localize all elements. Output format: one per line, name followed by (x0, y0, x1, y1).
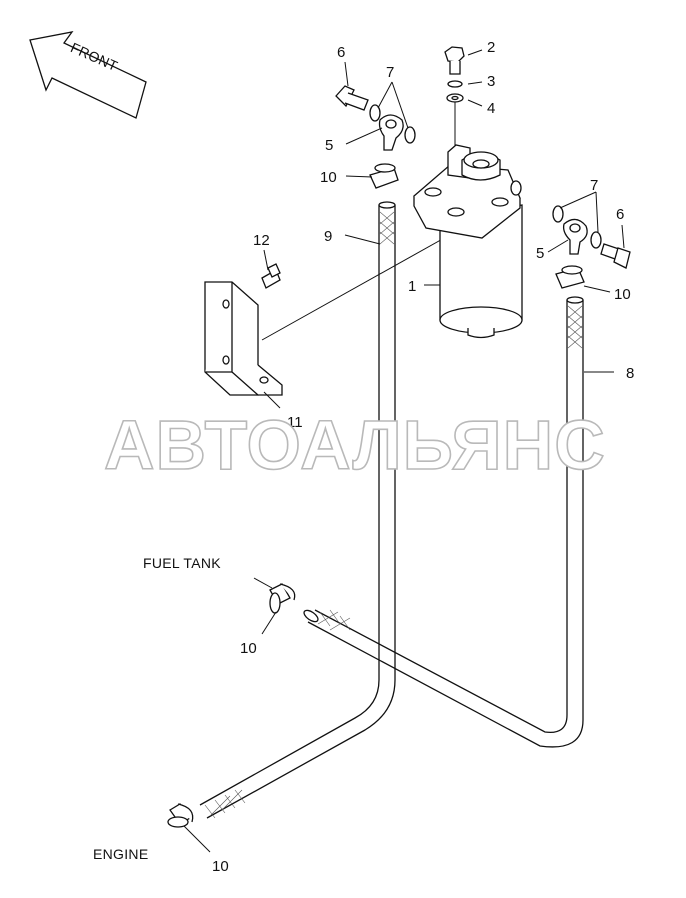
washer-4-hole (451, 95, 459, 101)
callout-10-fuel-tank: 10 (240, 640, 257, 657)
sealing-washer-7-left-b (404, 126, 416, 144)
callout-7-left: 7 (386, 64, 394, 81)
callout-9: 9 (324, 228, 332, 245)
sealing-washer-7-left-a (369, 104, 381, 122)
bracket-11 (204, 281, 283, 396)
callout-3: 3 (487, 73, 495, 90)
callout-5-right: 5 (536, 245, 544, 262)
front-arrow: FRONT (29, 31, 147, 119)
hose-clamp-10-left (369, 163, 399, 189)
watermark: АВТОАЛЬЯНС (104, 406, 606, 484)
callout-5-left: 5 (325, 137, 333, 154)
banjo-fitting-5-left (378, 114, 404, 151)
banjo-bolt-6-right (600, 243, 631, 269)
hose-clamp-10-right (555, 265, 585, 289)
bolt-2 (444, 46, 465, 75)
callout-11: 11 (287, 414, 303, 431)
callout-10-engine: 10 (212, 858, 229, 875)
hose-9 (199, 201, 396, 819)
fuel-tank-label: FUEL TANK (143, 555, 221, 571)
banjo-bolt-6-left (335, 85, 369, 111)
sealing-washer-7-right-b (590, 231, 602, 249)
leader-filter-to-bracket (261, 231, 456, 341)
hose-clamp-10-engine (167, 803, 194, 828)
banjo-fitting-5-right (562, 218, 588, 255)
engine-label: ENGINE (93, 846, 148, 862)
callout-10-right: 10 (614, 286, 631, 303)
leader-lines (183, 49, 625, 853)
callout-6-right: 6 (616, 206, 624, 223)
fuel-filter-1 (413, 144, 523, 339)
callout-10-left: 10 (320, 169, 337, 186)
washer-3 (447, 80, 463, 88)
callout-2: 2 (487, 39, 495, 56)
hose-8 (303, 296, 584, 748)
hose-clamp-10-fuel-tank (269, 583, 296, 614)
callout-7-right: 7 (590, 177, 598, 194)
callout-1: 1 (408, 278, 416, 295)
callout-12: 12 (253, 232, 270, 249)
sealing-washer-7-right-a (552, 205, 564, 223)
callout-4: 4 (487, 100, 495, 117)
callout-8: 8 (626, 365, 634, 382)
bolt-12 (261, 263, 281, 289)
callout-6-left: 6 (337, 44, 345, 61)
